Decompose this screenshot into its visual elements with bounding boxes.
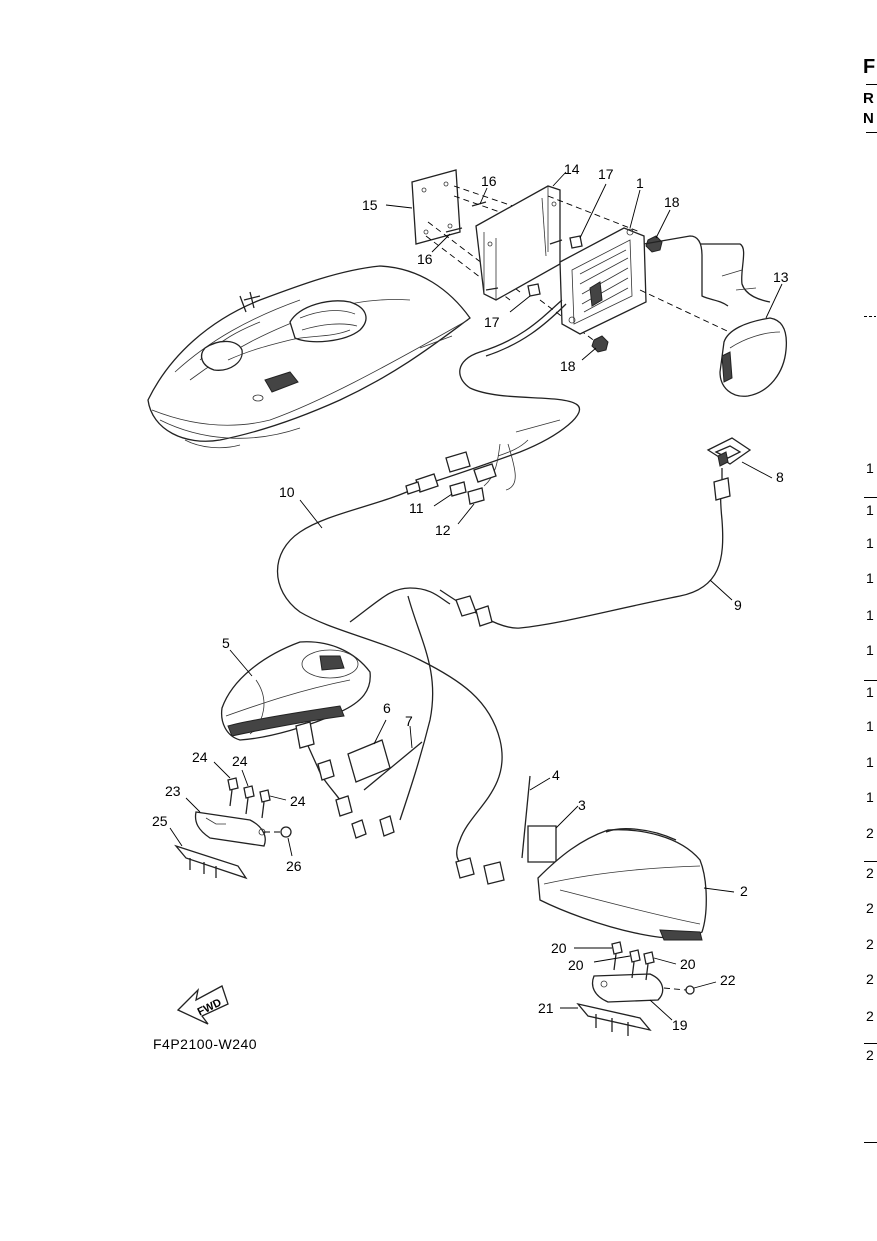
screw-24 [227,777,271,819]
column-separator [864,1142,877,1143]
callout-24-b: 24 [232,753,248,769]
callout-16-upper: 16 [481,173,497,189]
callout-13: 13 [773,269,789,285]
callout-1: 1 [636,175,644,191]
callout-17-lower: 17 [484,314,500,330]
callout-11: 11 [409,500,424,516]
callouts: 1 2 3 4 5 6 7 8 9 10 11 12 13 14 15 16 1… [152,161,789,1033]
callout-17-upper: 17 [598,166,614,182]
plate-21 [576,1002,652,1036]
connector-10 [405,473,439,495]
nut-18-upper [645,235,663,253]
bracket-plate-15 [411,169,461,245]
right-column-mark: 2 [866,971,874,987]
bracket-23 [194,811,266,847]
right-column-mark: 1 [866,502,874,518]
callout-10: 10 [279,484,295,500]
strip-7 [363,741,423,791]
column-separator [864,861,877,862]
right-column-mark: 2 [866,1008,874,1024]
strip-4 [521,775,531,859]
right-column-mark: 1 [866,684,874,700]
column-separator [864,316,876,317]
callout-20-b: 20 [568,957,584,973]
screw-16-lower [425,221,521,301]
callout-2: 2 [740,883,748,899]
label-6 [347,739,391,783]
label-3 [527,825,557,863]
wire-harness-10 [277,299,724,869]
lead-9 [455,595,493,627]
callout-18-lower: 18 [560,358,576,374]
callout-12: 12 [435,522,451,538]
header-row-n: N [863,110,874,127]
cap-11 [449,481,467,497]
bolt-22 [663,985,695,995]
callout-22: 22 [720,972,736,988]
meter-2 [455,828,707,941]
bolt-17-upper [547,195,641,249]
bolt-17-lower [527,283,541,297]
column-separator [864,680,877,681]
section-letter: F [863,56,876,78]
callout-25: 25 [152,813,168,829]
callout-7: 7 [405,713,413,729]
watercraft-illustration [147,265,471,449]
callout-26: 26 [286,858,302,874]
callout-24-c: 24 [290,793,306,809]
callout-6: 6 [383,700,391,716]
right-column-mark: 2 [866,865,874,881]
right-column-mark: 1 [866,789,874,805]
right-column-mark: 1 [866,607,874,623]
housing-13 [719,317,788,397]
callout-8: 8 [776,469,784,485]
header-rule [866,84,877,85]
callout-3: 3 [578,797,586,813]
callout-20-c: 20 [680,956,696,972]
bracket-19 [591,973,664,1003]
column-separator [864,497,877,498]
callout-19: 19 [672,1017,688,1033]
column-separator [864,1043,877,1044]
right-column-mark: 1 [866,642,874,658]
screw-20 [611,941,655,981]
switch-8 [706,437,752,501]
mounting-bracket-14 [475,185,563,301]
callout-5: 5 [222,635,230,651]
header-rule-2 [866,132,877,133]
callout-14: 14 [564,161,580,177]
header-row-r: R [863,90,874,107]
right-column-mark: 2 [866,1047,874,1063]
callout-18-upper: 18 [664,194,680,210]
figure-code: F4P2100-W240 [153,1036,258,1052]
connector-pair [445,451,497,483]
cap-12 [467,487,485,505]
right-column-mark: 2 [866,900,874,916]
callout-15: 15 [362,197,378,213]
bolt-26 [264,826,292,838]
right-column-mark: 1 [866,754,874,770]
callout-16-lower: 16 [417,251,433,267]
forward-arrow-icon: FWD [176,985,229,1025]
meter-5 [220,641,395,839]
right-column-mark: 1 [866,718,874,734]
right-column-mark: 2 [866,936,874,952]
callout-24-a: 24 [192,749,208,765]
callout-9: 9 [734,597,742,613]
right-column-mark: 1 [866,460,874,476]
right-column-mark: 1 [866,535,874,551]
control-unit-1 [559,227,647,335]
callout-4: 4 [552,767,560,783]
callout-21: 21 [538,1000,554,1016]
right-column-mark: 1 [866,570,874,586]
callout-20-a: 20 [551,940,567,956]
right-column-mark: 2 [866,825,874,841]
callout-23: 23 [165,783,181,799]
plate-25 [174,844,248,880]
